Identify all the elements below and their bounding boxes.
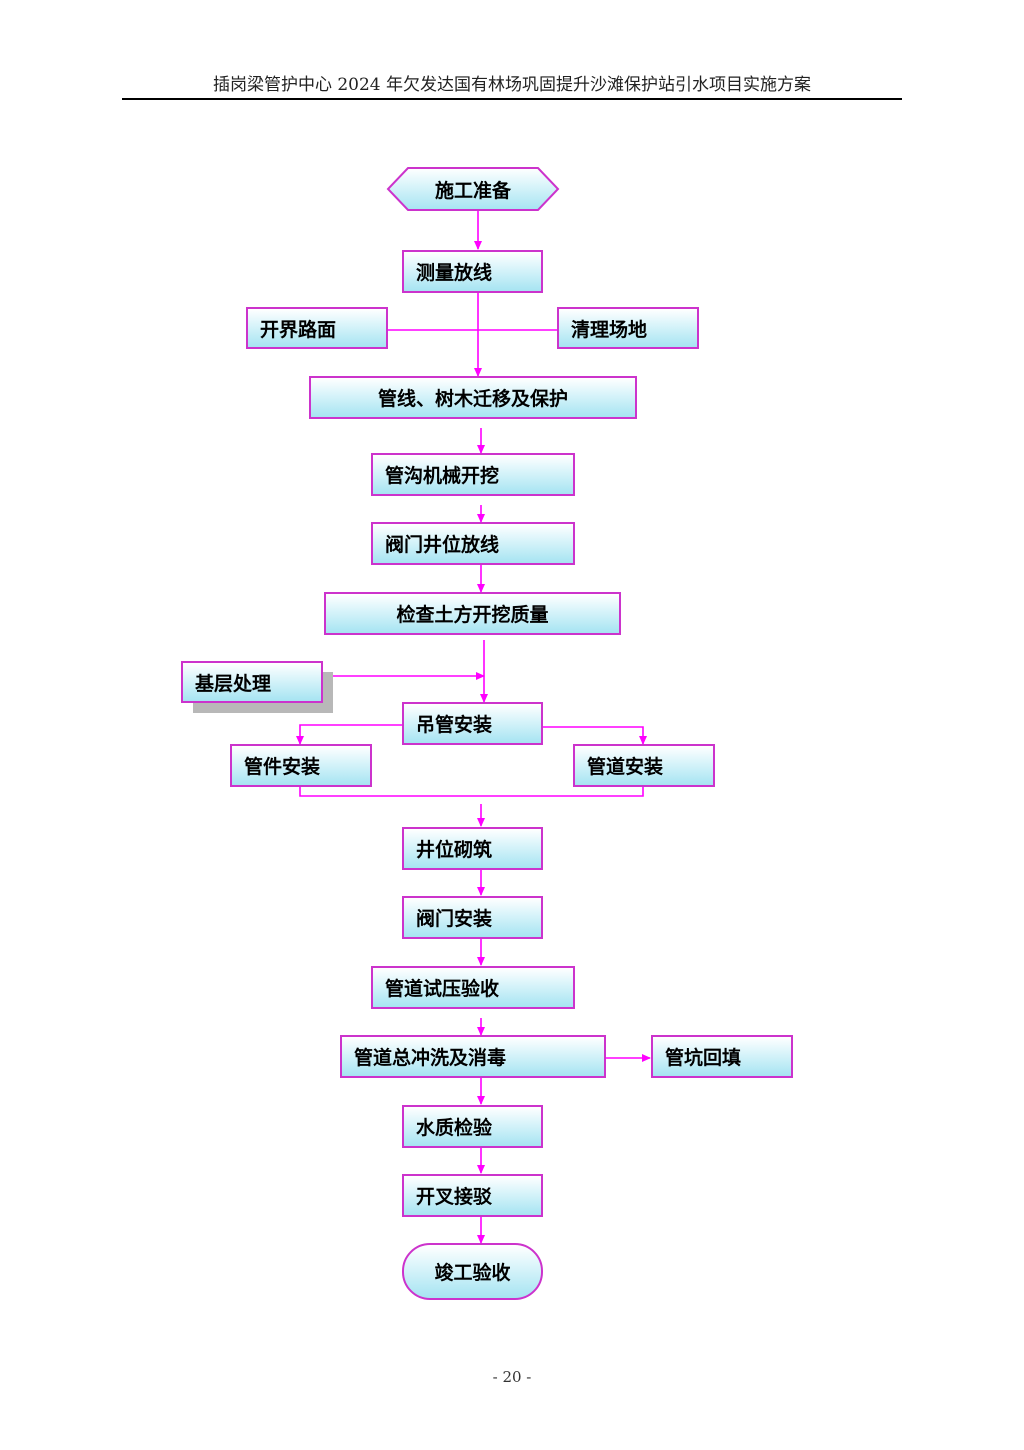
step-base-treatment: 基层处理 — [181, 661, 323, 703]
start-hexagon — [386, 167, 560, 211]
merge-line — [299, 786, 644, 797]
step-backfill: 管坑回填 — [651, 1035, 793, 1078]
header-rule — [122, 98, 902, 100]
arrow-hoisting-pipeline — [542, 726, 647, 745]
step-earthwork-check: 检查土方开挖质量 — [324, 592, 621, 635]
end-step: 竣工验收 — [402, 1243, 543, 1300]
step-right-branch: 清理场地 — [557, 307, 699, 349]
step-well-masonry: 井位砌筑 — [402, 827, 543, 870]
step-valve-well-layout: 阀门井位放线 — [371, 522, 575, 565]
step-pressure-test: 管道试压验收 — [371, 966, 575, 1009]
step-flush-disinfect: 管道总冲洗及消毒 — [340, 1035, 606, 1078]
step-connection: 开叉接驳 — [402, 1174, 543, 1217]
step-water-quality: 水质检验 — [402, 1105, 543, 1148]
arrow-hoisting-fittings — [296, 724, 403, 745]
step-relocation: 管线、树木迁移及保护 — [309, 376, 637, 419]
page-number: - 20 - — [492, 1368, 532, 1386]
step-trench: 管沟机械开挖 — [371, 453, 575, 496]
step-pipeline-install: 管道安装 — [573, 744, 715, 787]
step-left-branch: 开界路面 — [246, 307, 388, 349]
step-fittings-install: 管件安装 — [230, 744, 372, 787]
document-header: 插岗梁管护中心 2024 年欠发达国有林场巩固提升沙滩保护站引水项目实施方案 — [212, 75, 812, 95]
step-survey: 测量放线 — [402, 250, 543, 293]
start-step: 施工准备 — [434, 179, 511, 202]
step-valve-install: 阀门安装 — [402, 896, 543, 939]
step-pipe-hoisting: 吊管安装 — [402, 702, 543, 745]
